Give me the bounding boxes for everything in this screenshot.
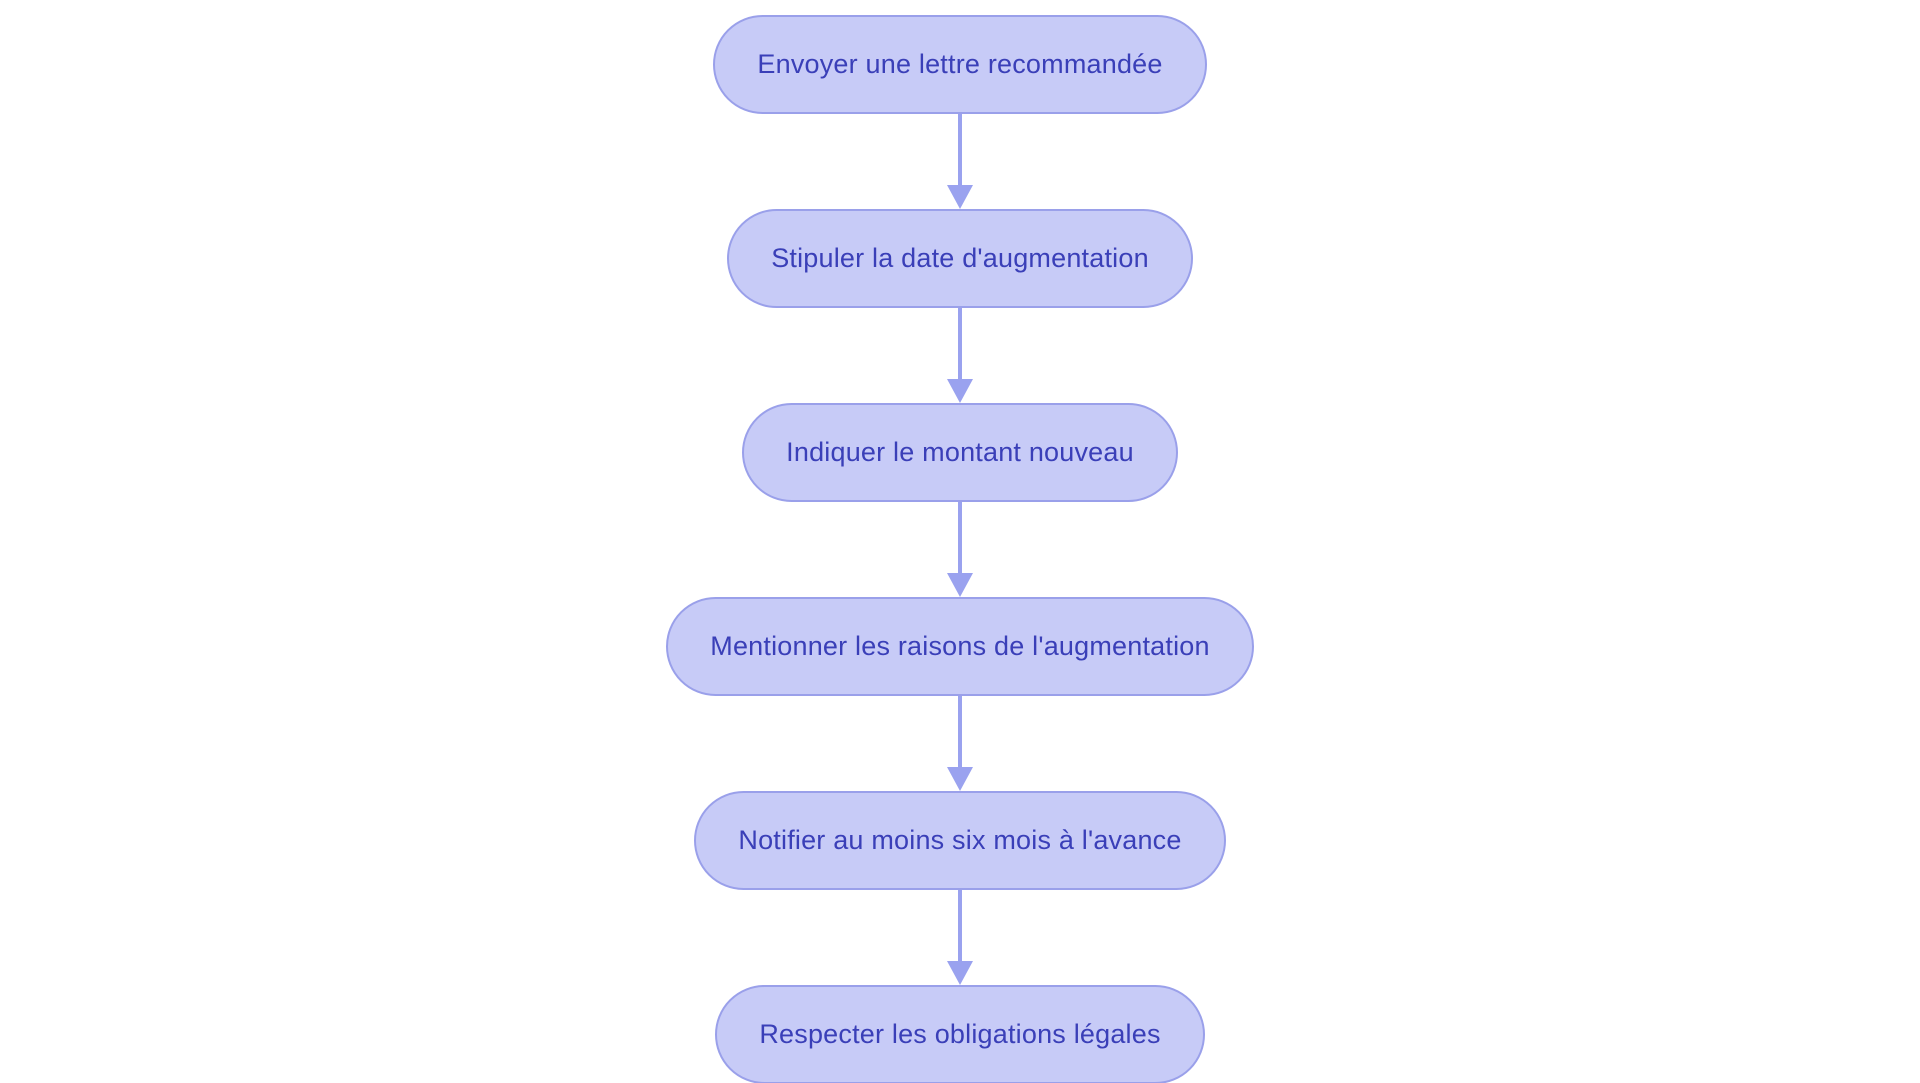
- flow-node-step-1: Envoyer une lettre recommandée: [713, 15, 1207, 114]
- flow-connector: [946, 502, 974, 597]
- arrow-down-icon: [947, 379, 973, 403]
- flow-node-step-6: Respecter les obligations légales: [715, 985, 1205, 1083]
- flow-connector: [946, 308, 974, 403]
- flow-connector: [946, 890, 974, 985]
- connector-line: [958, 502, 962, 579]
- connector-line: [958, 308, 962, 385]
- flow-node-step-4: Mentionner les raisons de l'augmentation: [666, 597, 1254, 696]
- flow-connector: [946, 696, 974, 791]
- arrow-down-icon: [947, 573, 973, 597]
- flow-node-step-5: Notifier au moins six mois à l'avance: [694, 791, 1226, 890]
- arrow-down-icon: [947, 961, 973, 985]
- connector-line: [958, 696, 962, 773]
- connector-line: [958, 890, 962, 967]
- arrow-down-icon: [947, 185, 973, 209]
- flow-node-step-3: Indiquer le montant nouveau: [742, 403, 1178, 502]
- flow-connector: [946, 114, 974, 209]
- flow-node-step-2: Stipuler la date d'augmentation: [727, 209, 1193, 308]
- connector-line: [958, 114, 962, 191]
- arrow-down-icon: [947, 767, 973, 791]
